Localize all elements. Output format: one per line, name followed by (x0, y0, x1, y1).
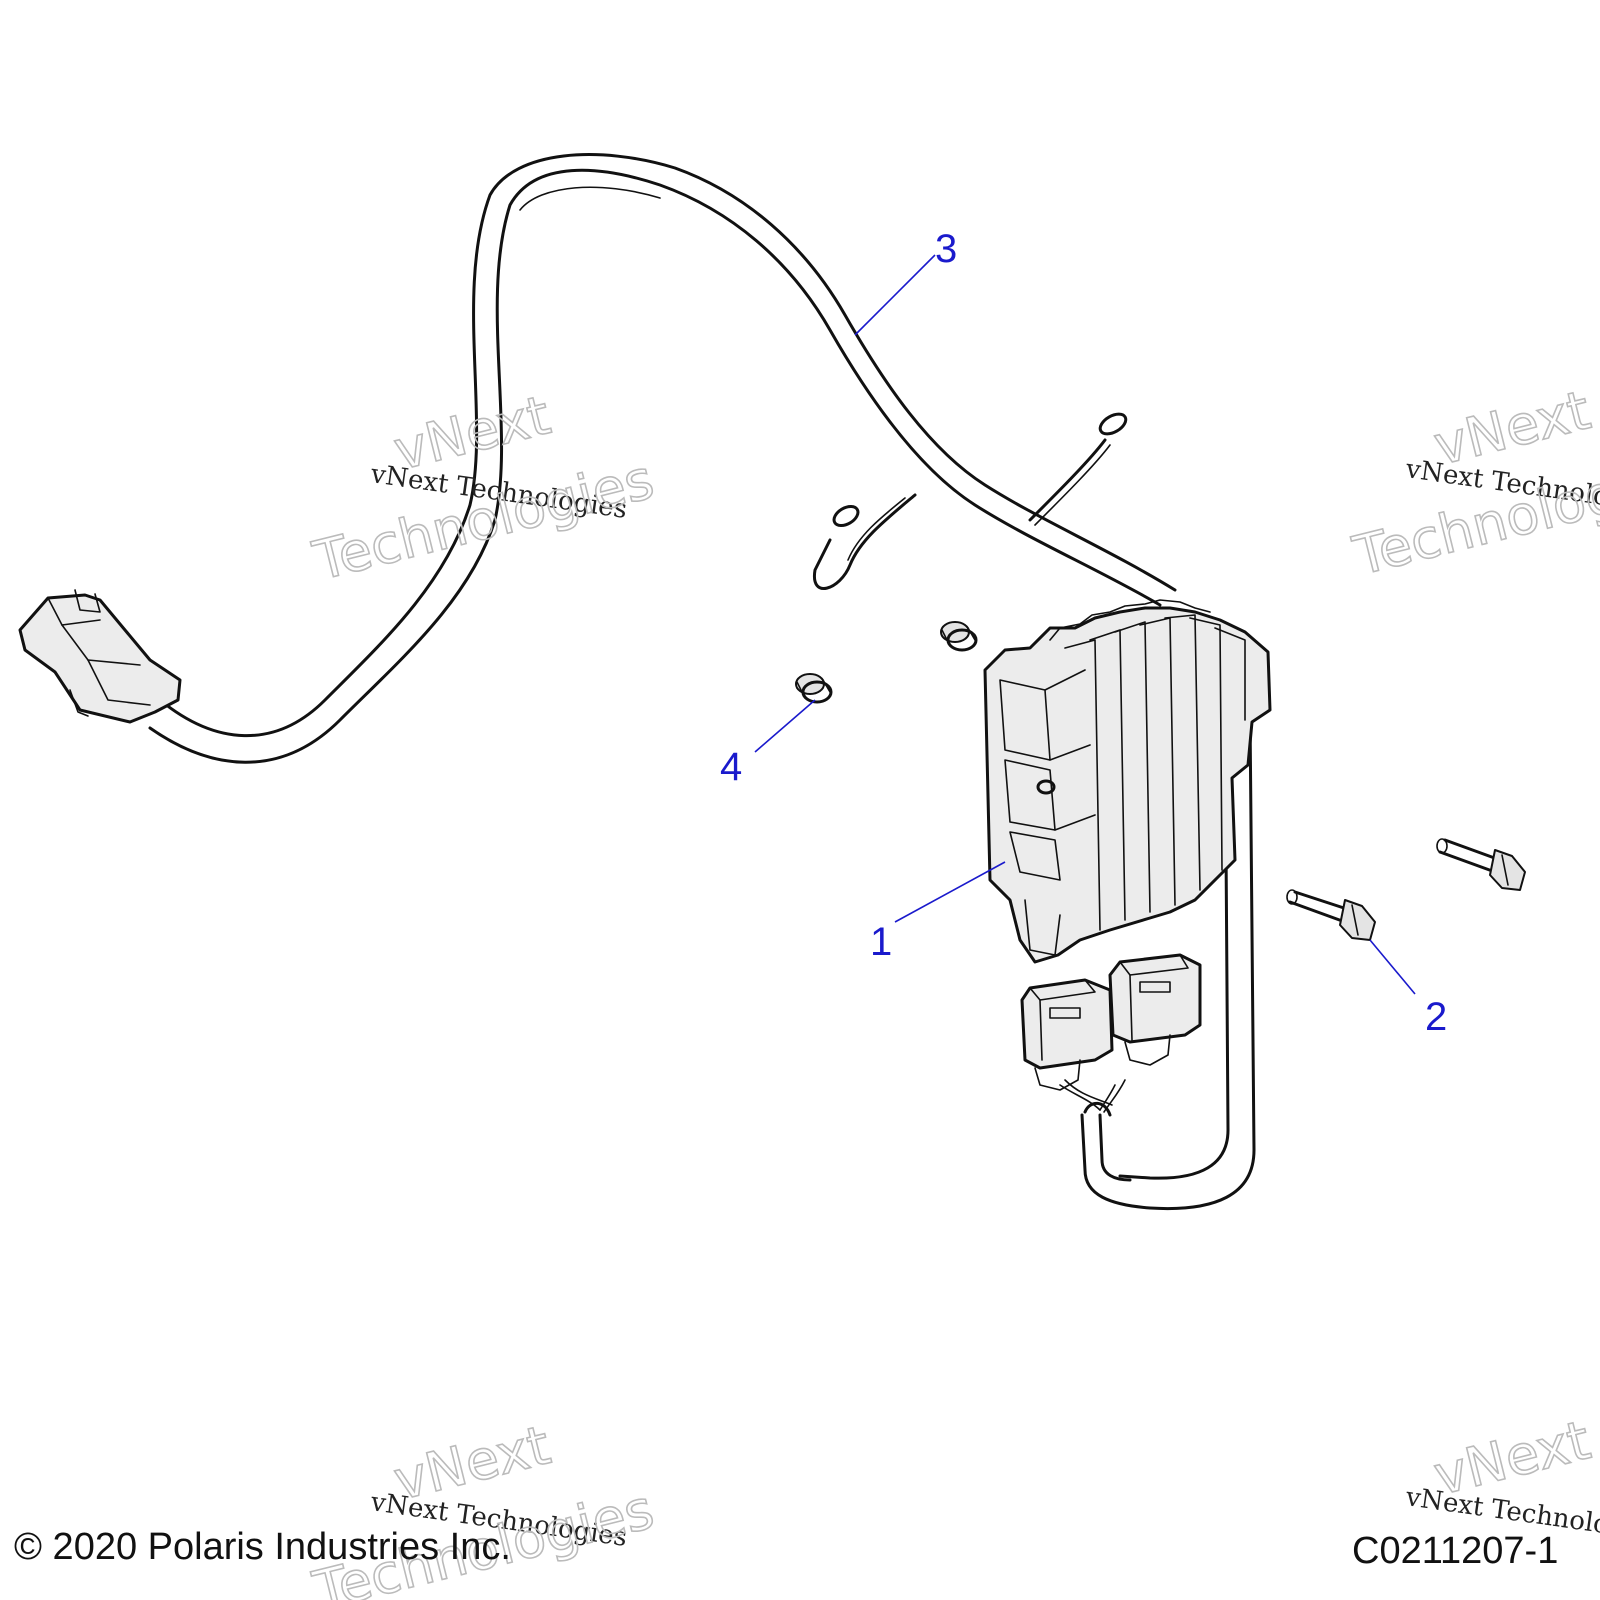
drawing-number: C0211207-1 (1352, 1530, 1559, 1572)
leader-line-2 (1369, 939, 1416, 995)
watermark-outline-vnext: vNext (388, 383, 556, 482)
callout-2[interactable]: 2 (1425, 995, 1447, 1039)
bolts (1286, 838, 1526, 941)
callout-1[interactable]: 1 (870, 920, 892, 964)
callout-numbers: 3 4 1 2 (720, 227, 1447, 1039)
wire-harness (148, 153, 1256, 1211)
grommets (795, 621, 978, 704)
leader-line-3 (854, 254, 936, 336)
copyright-notice: © 2020 Polaris Industries Inc. (14, 1526, 511, 1568)
harness-connector (18, 589, 182, 724)
leader-line-1 (894, 861, 1006, 923)
watermark-bottom-left: vNext Technologies vNext Technologies (306, 1413, 660, 1600)
watermark-top-right: vNext Technologies vNext Technologies (1346, 378, 1600, 589)
watermark-bottom-right: vNext Technologies vNext (1403, 1408, 1600, 1548)
watermark-top-left: vNext Technologies vNext Technologies (306, 383, 660, 594)
watermark-outline-technologies: Technologies (307, 448, 660, 593)
callout-4[interactable]: 4 (720, 745, 742, 789)
plug-connectors (1020, 953, 1202, 1091)
leader-lines (754, 254, 1416, 995)
regulator (983, 599, 1272, 964)
ring-terminal-leads (812, 412, 1128, 590)
callout-3[interactable]: 3 (935, 227, 957, 271)
watermark-outline-vnext: vNext (1428, 378, 1596, 477)
watermark-outline-vnext: vNext (388, 1413, 556, 1512)
watermark-outline-vnext: vNext (1428, 1408, 1596, 1507)
leader-line-4 (754, 699, 816, 753)
